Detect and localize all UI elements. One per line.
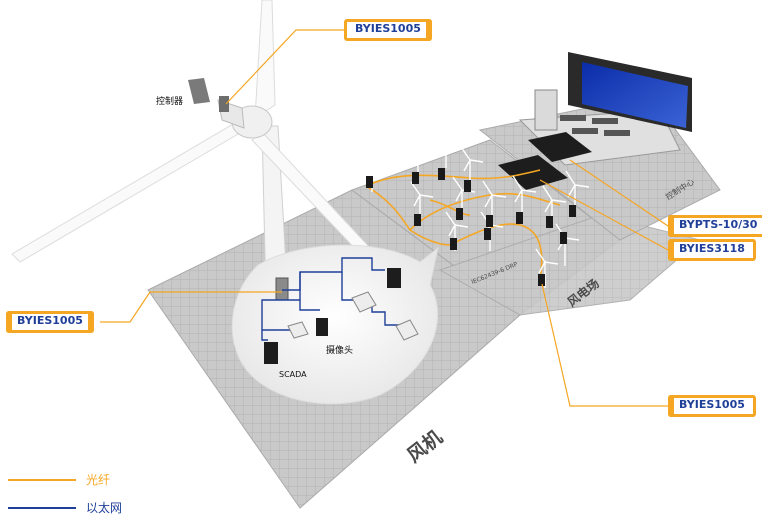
controller-device (188, 78, 210, 104)
field-switch-boxes (366, 168, 576, 286)
callout-control-center-label: BYPTS-10/30 (679, 218, 758, 231)
callout-turbine-top: BYIES1005 (344, 19, 432, 41)
callout-switch-label: BYIES3118 (679, 242, 745, 255)
control-switch-block (528, 132, 592, 162)
fiber-line-swatch (8, 479, 76, 481)
operator-desks (560, 115, 630, 136)
callout-turbine-top-label: BYIES1005 (355, 22, 421, 35)
server-racks (534, 89, 558, 131)
callout-leaders (100, 29, 669, 407)
callout-switch: BYIES3118 (668, 239, 756, 261)
scada-label: SCADA (279, 370, 307, 379)
callout-tab (668, 239, 674, 261)
nacelle-switch (219, 96, 229, 112)
base-switch (275, 277, 289, 301)
fiber-legend-label: 光纤 (86, 473, 111, 487)
callout-control-center: BYPTS-10/30 (668, 215, 762, 237)
callout-turbine-base: BYIES1005 (6, 311, 94, 333)
controller-label: 控制器 (156, 97, 184, 107)
ethernet-line-swatch (8, 507, 76, 509)
callout-turbine-base-label: BYIES1005 (17, 314, 83, 327)
callout-tab (668, 215, 674, 237)
callout-tab (87, 311, 94, 333)
callout-field-label: BYIES1005 (679, 398, 745, 411)
windfarm-ground-tile-2 (438, 214, 702, 316)
callout-tab (668, 395, 674, 417)
callout-tab (6, 311, 12, 333)
camera-label: 摄像头 (326, 346, 354, 356)
ethernet-legend-label: 以太网 (86, 501, 123, 515)
bubble-devices (264, 268, 419, 364)
callout-field: BYIES1005 (668, 395, 756, 417)
video-wall-screen (582, 62, 688, 128)
callout-tab (425, 19, 432, 41)
